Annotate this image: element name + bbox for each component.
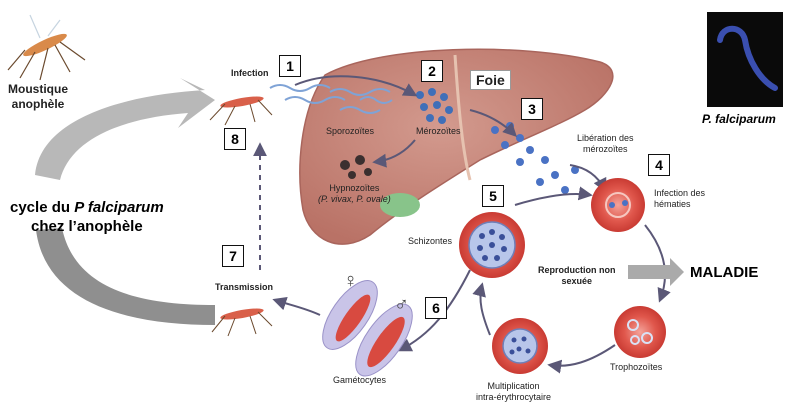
arrow-to-hypnozoites xyxy=(372,139,416,168)
arrow-schizonte-to-gametocytes xyxy=(397,269,471,352)
mosquito-infection xyxy=(209,96,273,126)
infection-label: Infection xyxy=(231,68,269,78)
step-7: 7 xyxy=(222,245,244,267)
multiplication-label: Multiplication intra-érythrocytaire xyxy=(476,381,551,403)
schizontes-label: Schizontes xyxy=(408,236,453,246)
infection-hematies-line1: Infection des xyxy=(654,188,706,198)
cycle-title: cycle du P falciparum chez l’anophèle xyxy=(10,198,164,236)
arrow-multiplication-to-schizonte xyxy=(472,282,491,336)
infection-hematies-line2: hématies xyxy=(654,199,691,209)
multiplication-cell xyxy=(492,318,548,374)
infected-rbc xyxy=(591,178,645,232)
merozoites-cluster xyxy=(416,88,453,124)
gametocytes xyxy=(322,280,413,377)
hypnozoites-text: Hypnozoïtes xyxy=(329,183,380,193)
step-5: 5 xyxy=(482,185,504,207)
maladie-label: MALADIE xyxy=(690,264,759,281)
arrow-rbc-to-tropho xyxy=(644,224,671,303)
gallbladder xyxy=(380,193,420,217)
schizonte-cell xyxy=(459,212,525,278)
step-4: 4 xyxy=(648,154,670,176)
hypnozoites-label: Hypnozoïtes (P. vivax, P. ovale) xyxy=(318,183,391,205)
multiplication-line1: Multiplication xyxy=(487,381,540,391)
cycle-title-line2: chez l’anophèle xyxy=(30,218,143,235)
arrow-gametocytes-to-mosquito xyxy=(272,296,321,316)
foie-label: Foie xyxy=(470,70,511,90)
reproduction-line1: Reproduction non xyxy=(538,265,616,275)
maladie-arrow xyxy=(628,258,684,286)
moustique-label-line1: Moustique xyxy=(8,82,68,96)
male-symbol: ♂ xyxy=(394,294,409,316)
trophozoites-label: Trophozoïtes xyxy=(610,362,663,372)
liberation-line1: Libération des xyxy=(577,133,634,143)
sporozoites-label: Sporozoïtes xyxy=(326,126,375,136)
arrow-schizonte-to-infection xyxy=(514,186,593,206)
sporozoites-group xyxy=(269,84,393,114)
moustique-label: Moustique anophèle xyxy=(8,82,68,112)
reproduction-line2: sexuée xyxy=(561,276,593,286)
liberation-line2: mérozoïtes xyxy=(583,144,628,154)
species-title: P. falciparum xyxy=(702,112,776,126)
arrow-tropho-to-multiplication xyxy=(547,344,616,374)
step-6: 6 xyxy=(425,297,447,319)
gametocytes-label: Gamétocytes xyxy=(333,375,387,385)
parasite-shape xyxy=(717,25,778,91)
transmission-label: Transmission xyxy=(215,282,274,292)
infection-hematies-label: Infection des hématies xyxy=(654,188,705,210)
step-2: 2 xyxy=(421,60,443,82)
cycle-species: P falciparum xyxy=(74,199,164,216)
step-1: 1 xyxy=(279,55,301,77)
trophozoite-cell xyxy=(614,306,666,358)
liberation-label: Libération des mérozoïtes xyxy=(577,133,634,155)
liver-ligament xyxy=(453,54,472,181)
cycle-prefix: cycle du xyxy=(10,199,75,216)
cycle-arrow-upper xyxy=(35,78,215,180)
reproduction-label: Reproduction non sexuée xyxy=(538,265,616,287)
merozoites-label: Mérozoïtes xyxy=(416,126,461,136)
cycle-title-line1: cycle du P falciparum xyxy=(10,198,164,217)
parasite-image xyxy=(707,12,783,107)
mosquito-top-left xyxy=(7,14,86,81)
moustique-label-line2: anophèle xyxy=(11,97,65,111)
multiplication-line2: intra-érythrocytaire xyxy=(476,392,552,402)
liver xyxy=(299,48,614,245)
female-symbol: ♀ xyxy=(343,270,358,292)
arrow-merozoite-to-liberation xyxy=(469,109,517,137)
hypnozoites-cluster xyxy=(340,155,372,179)
step-8: 8 xyxy=(224,128,246,150)
hypnozoites-species: (P. vivax, P. ovale) xyxy=(318,194,391,204)
arrow-sporo-to-liver xyxy=(294,75,418,97)
mosquito-transmission xyxy=(211,308,273,337)
step-3: 3 xyxy=(521,98,543,120)
cycle-arrow-lower xyxy=(36,228,215,325)
